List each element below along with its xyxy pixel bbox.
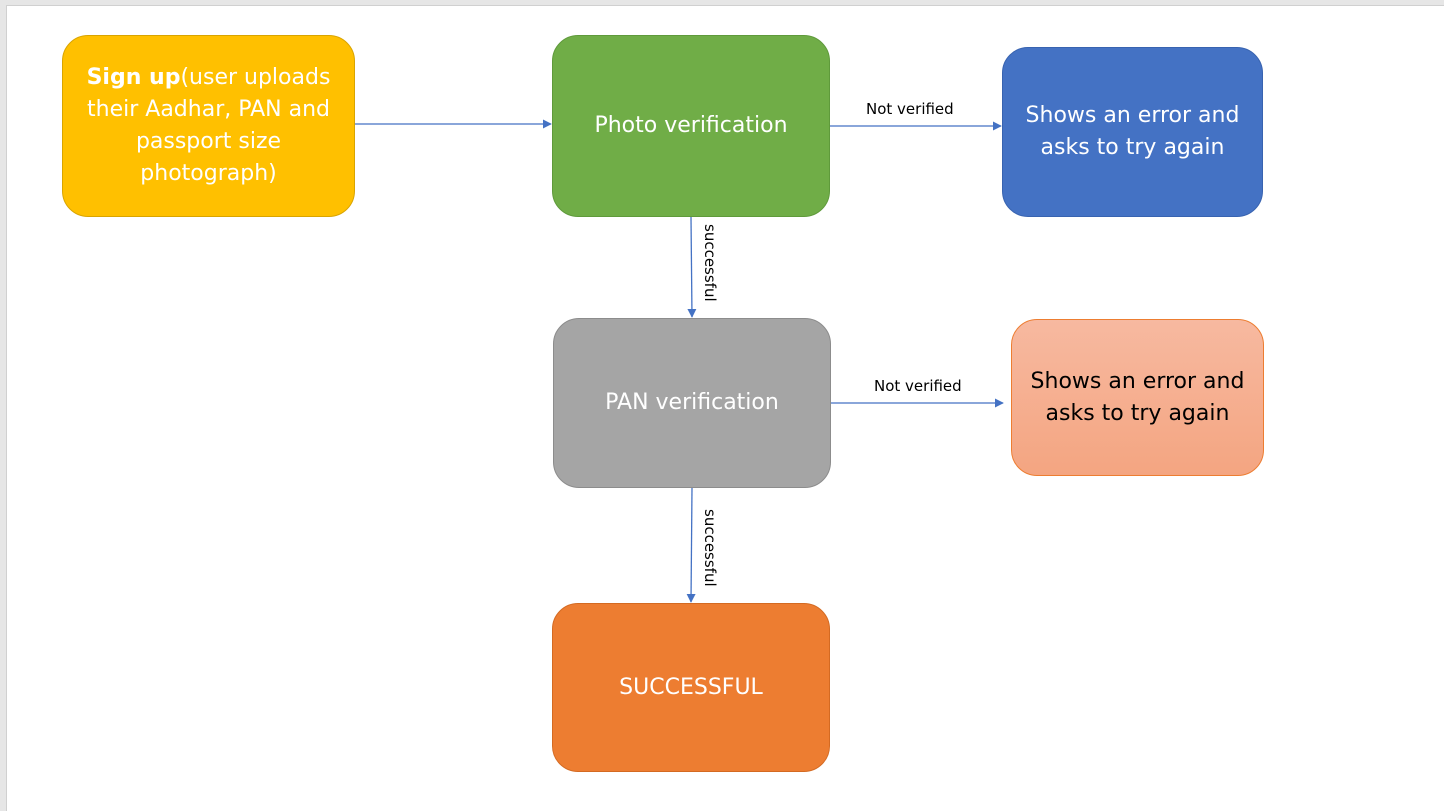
edge-label-pan-not-verified: Not verified <box>874 377 962 395</box>
signup-bold-text: Sign up <box>86 65 181 90</box>
photo-verification-node: Photo verification <box>552 35 830 217</box>
edge-label-photo-not-verified: Not verified <box>866 100 954 118</box>
photo-error-label: Shows an error and asks to try again <box>1025 103 1240 160</box>
arrow-photo-to-pan <box>687 216 697 318</box>
successful-label: SUCCESSFUL <box>619 674 763 700</box>
edge-label-photo-successful: successful <box>701 224 719 302</box>
signup-node-label: Sign up(user uploads their Aadhar, PAN a… <box>81 62 336 190</box>
pan-error-label: Shows an error and asks to try again <box>1030 368 1245 426</box>
arrow-pan-to-success <box>686 487 696 603</box>
signup-detail-text: (user uploads their Aadhar, PAN and pass… <box>87 65 331 186</box>
successful-node: SUCCESSFUL <box>552 603 830 772</box>
photo-verification-label: Photo verification <box>594 113 788 138</box>
pan-error-node: Shows an error and asks to try again <box>1011 319 1264 476</box>
signup-node: Sign up(user uploads their Aadhar, PAN a… <box>62 35 355 217</box>
pan-verification-node: PAN verification <box>553 318 831 488</box>
pan-verification-label: PAN verification <box>605 390 779 415</box>
photo-error-node: Shows an error and asks to try again <box>1002 47 1263 217</box>
edge-label-pan-successful: successful <box>701 509 719 587</box>
